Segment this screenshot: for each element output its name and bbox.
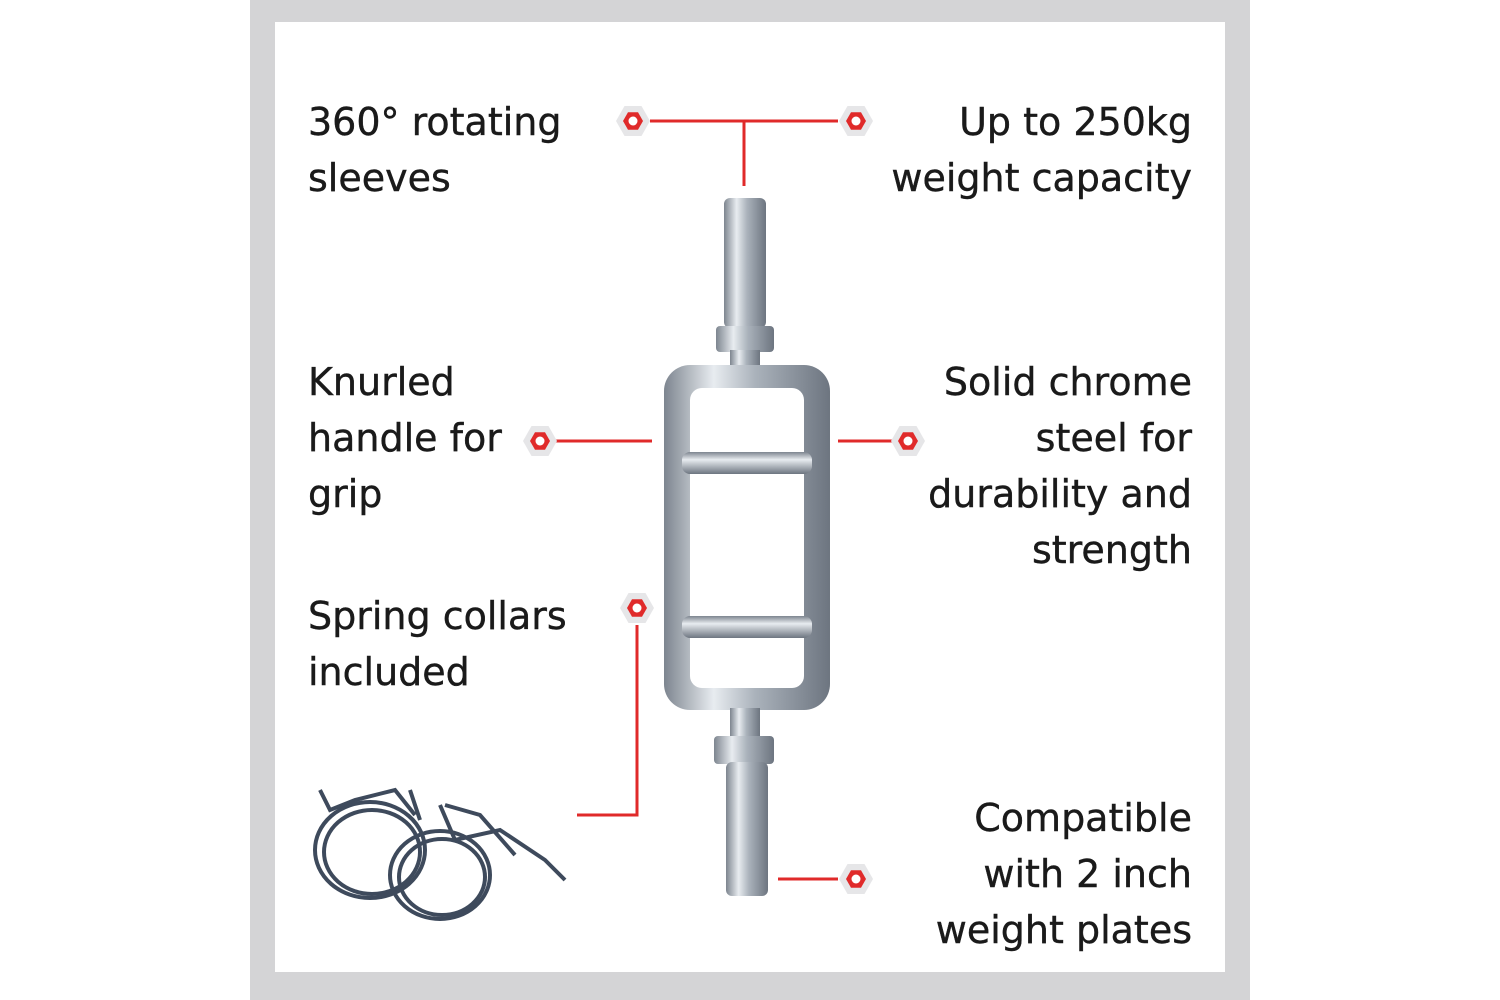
tricep-bar <box>664 198 830 896</box>
feature-weight-capacity: Up to 250kg weight capacity <box>891 100 1192 200</box>
feature-chrome-steel: Solid chrome steel for durability and st… <box>928 360 1192 572</box>
hex-nut-icon <box>620 593 654 623</box>
feature-rotating-sleeves: 360° rotating sleeves <box>308 100 562 200</box>
hex-nut-icon <box>839 106 873 136</box>
spring-collars <box>313 787 567 921</box>
feature-spring-collars: Spring collars included <box>308 594 567 694</box>
leader-lines <box>556 119 892 881</box>
feature-knurled-handle: Knurled handle for grip <box>308 360 502 516</box>
hex-nut-icon <box>891 426 925 456</box>
hex-nut-icon <box>616 106 650 136</box>
feature-compatible-plates: Compatible with 2 inch weight plates <box>935 796 1193 952</box>
hex-nut-icon <box>523 426 557 456</box>
hex-nut-icon <box>839 864 873 894</box>
